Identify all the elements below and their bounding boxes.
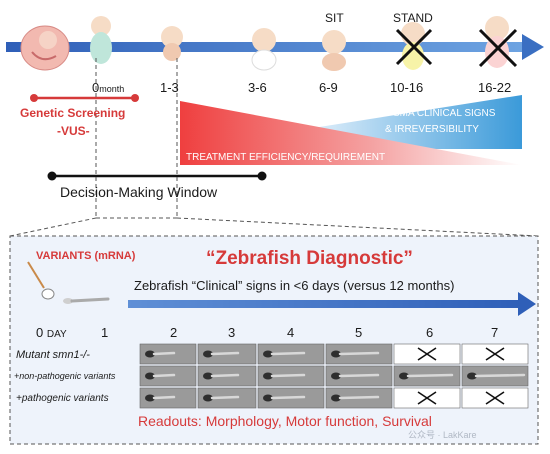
fetus-icon xyxy=(20,25,70,71)
dead-cross-icon xyxy=(485,391,505,405)
larva-body xyxy=(338,373,380,378)
larva-head xyxy=(399,372,409,380)
larva-head xyxy=(331,372,341,380)
day-label-0: 0 DAY xyxy=(36,325,67,340)
larva-body xyxy=(152,395,176,400)
vus-label: -VUS- xyxy=(57,124,90,138)
zebrafish-larva-icon xyxy=(63,297,110,304)
larva-body xyxy=(338,395,380,400)
larva-head xyxy=(263,372,273,380)
day-label-5: 5 xyxy=(355,325,363,340)
larva-head xyxy=(331,350,341,358)
larva-body xyxy=(474,373,526,378)
clinical-signs-label-2: & IRREVERSIBILITY xyxy=(385,124,479,135)
month-label-3: 6-9 xyxy=(319,80,338,95)
larva-head xyxy=(467,372,477,380)
readouts-label: Readouts: Morphology, Motor function, Su… xyxy=(138,413,432,429)
larva-body xyxy=(210,373,240,378)
timeline-arrowhead xyxy=(522,34,544,60)
milestone-sit: SIT xyxy=(325,11,344,25)
day-value: 0 xyxy=(36,325,44,340)
month-label-5: 16-22 xyxy=(478,80,512,95)
larva-head xyxy=(145,372,155,380)
pipette-icon xyxy=(27,261,55,300)
baby-4-icon xyxy=(395,22,433,70)
month-value: 0 xyxy=(92,80,100,95)
decision-window-label: Decision-Making Window xyxy=(60,184,218,200)
milestone-stand: STAND xyxy=(393,11,433,25)
diagnostic-subtitle: Zebrafish “Clinical” signs in <6 days (v… xyxy=(134,278,455,293)
larva-body xyxy=(210,395,240,400)
baby-1-icon xyxy=(161,26,183,61)
diagnostic-box xyxy=(9,235,539,445)
variants-label: VARIANTS (mRNA) xyxy=(36,250,136,262)
row-label-nonpathogenic: +non-pathogenic variants xyxy=(14,371,116,381)
larva-body xyxy=(338,351,380,356)
larva-body xyxy=(152,351,176,356)
larva-body xyxy=(270,351,306,356)
row-label-mutant: Mutant smn1-/- xyxy=(16,349,90,361)
larva-head xyxy=(145,394,155,402)
larva-head xyxy=(331,394,341,402)
baby-3-icon xyxy=(322,30,346,71)
treatment-wedge xyxy=(180,101,522,165)
larva-body xyxy=(270,395,306,400)
month-label-0: 0month xyxy=(92,80,124,95)
day-label-7: 7 xyxy=(491,325,499,340)
larva-body xyxy=(270,373,306,378)
day-label-1: 1 xyxy=(101,325,109,340)
baby-0-icon xyxy=(90,16,112,64)
larva-image-grid xyxy=(139,343,529,409)
treatment-label: TREATMENT EFFICIENCY/REQUIREMENT xyxy=(186,152,386,163)
larva-body xyxy=(152,373,176,378)
day-label-3: 3 xyxy=(228,325,236,340)
larva-body xyxy=(406,373,454,378)
dead-cross-icon xyxy=(417,347,437,361)
larva-head xyxy=(203,372,213,380)
larva-head xyxy=(263,394,273,402)
row-label-pathogenic: +pathogenic variants xyxy=(16,393,109,404)
month-unit: month xyxy=(99,84,125,94)
larva-head xyxy=(203,350,213,358)
dead-cross-icon xyxy=(417,391,437,405)
day-label-6: 6 xyxy=(426,325,434,340)
zebrafish-timeline-bar xyxy=(128,300,520,308)
larva-head xyxy=(203,394,213,402)
day-label-2: 2 xyxy=(170,325,178,340)
clinical-signs-label-1: SMA CLINICAL SIGNS xyxy=(393,108,496,119)
watermark: 公众号 · LakKare xyxy=(408,430,477,440)
larva-body xyxy=(210,351,240,356)
day-label-4: 4 xyxy=(287,325,295,340)
baby-5-icon xyxy=(478,16,518,68)
month-label-1: 1-3 xyxy=(160,80,179,95)
larva-head xyxy=(263,350,273,358)
day-unit: DAY xyxy=(46,329,67,340)
dead-cross-icon xyxy=(485,347,505,361)
genetic-screening-label: Genetic Screening xyxy=(20,106,126,120)
month-label-2: 3-6 xyxy=(248,80,267,95)
baby-2-icon xyxy=(251,28,277,71)
diagnostic-title: “Zebrafish Diagnostic” xyxy=(206,248,413,269)
larva-head xyxy=(145,350,155,358)
month-label-4: 10-16 xyxy=(390,80,424,95)
